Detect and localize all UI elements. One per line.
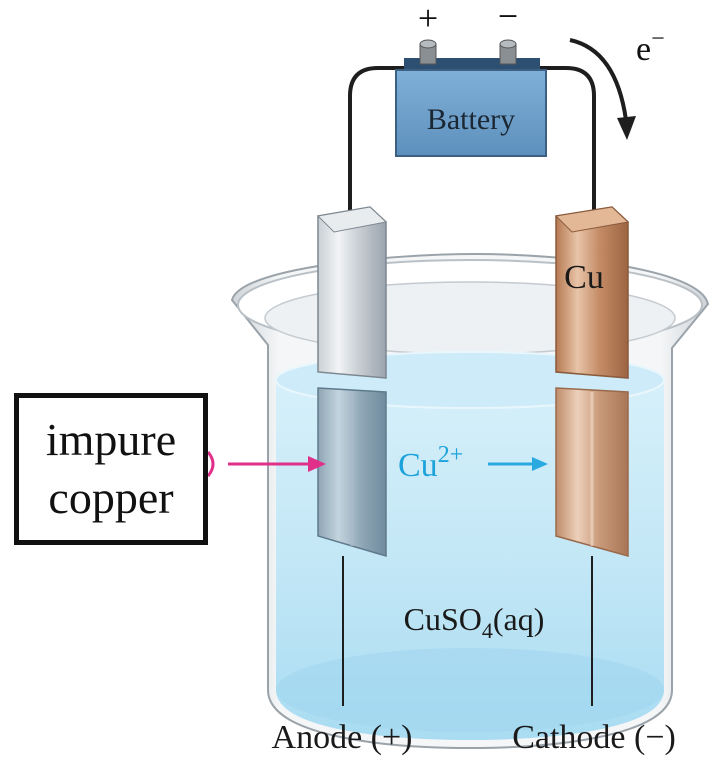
minus-terminal-sign: − <box>498 0 518 36</box>
ion-migration: Cu2+ <box>398 442 548 484</box>
cathode-electrode: Cu <box>554 206 630 706</box>
solution-formula: CuSO <box>404 601 482 637</box>
callout-pointer-arrow <box>206 451 326 477</box>
ion-label: Cu2+ <box>398 442 463 484</box>
plus-terminal-sign: + <box>418 0 438 38</box>
electron-label: e− <box>636 26 665 68</box>
battery-label: Battery <box>427 103 515 136</box>
callout-line-2: copper <box>48 472 174 523</box>
cathode-metal-label: Cu <box>564 259 604 296</box>
electron-symbol: e <box>636 31 651 68</box>
cathode-label: Cathode (−) <box>512 719 676 756</box>
anode-electrode <box>316 206 388 706</box>
solution-subscript: 4 <box>482 618 493 643</box>
impure-copper-callout: impure copper <box>14 393 208 545</box>
solution-suffix: (aq) <box>493 601 545 637</box>
solution-label: CuSO4(aq) <box>404 601 545 643</box>
callout-line-1: impure <box>45 414 177 465</box>
electron-charge: − <box>651 26 665 52</box>
electron-flow-arrow <box>569 38 636 140</box>
ion-charge: 2+ <box>438 442 464 468</box>
battery: Battery <box>395 39 547 157</box>
ion-symbol: Cu <box>398 447 438 484</box>
circuit-wires <box>348 66 596 222</box>
anode-label: Anode (+) <box>272 719 413 756</box>
